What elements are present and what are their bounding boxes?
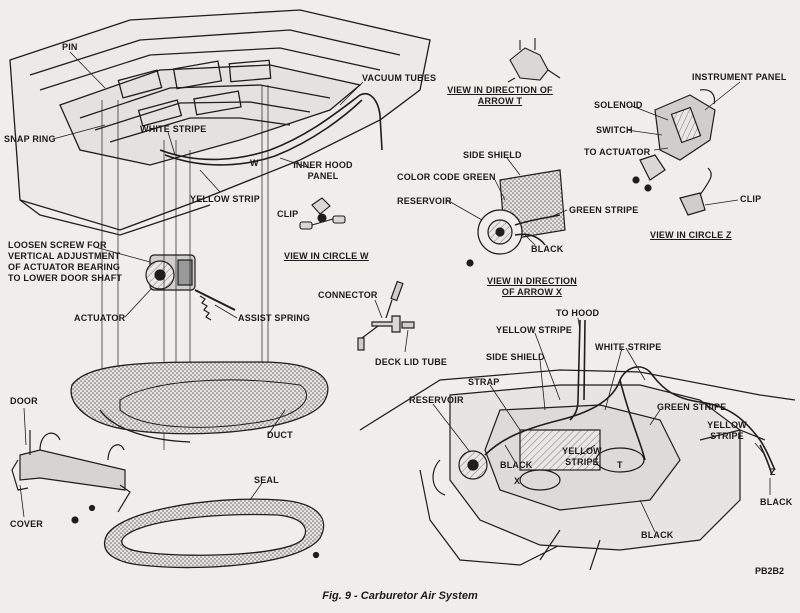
label-yellow-stripe-e1: YELLOW STRIPE: [496, 325, 573, 335]
label-green-stripe-e: GREEN STRIPE: [657, 402, 727, 412]
actuator-assembly: [145, 254, 236, 321]
leader-lines-hood: [52, 51, 364, 193]
seal-ring: [103, 498, 325, 569]
label-black-x: BLACK: [531, 244, 564, 254]
circle-z-switch-detail: [632, 89, 716, 216]
label-view-arrow-t-1: VIEW IN DIRECTION OF: [447, 85, 553, 95]
label-white-stripe-e: WHITE STRIPE: [595, 342, 662, 352]
label-clip-z: CLIP: [740, 194, 762, 204]
label-to-actuator: TO ACTUATOR: [584, 147, 651, 157]
label-assist-spring: ASSIST SPRING: [238, 313, 311, 323]
label-black-e3: BLACK: [641, 530, 674, 540]
label-view-arrow-x-1: VIEW IN DIRECTION: [487, 276, 577, 286]
label-clip-w: CLIP: [277, 209, 299, 219]
label-duct: DUCT: [267, 430, 293, 440]
label-green-stripe-x: GREEN STRIPE: [569, 205, 639, 215]
label-reservoir-e: RESERVOIR: [409, 395, 464, 405]
label-snap-ring: SNAP RING: [4, 134, 56, 144]
label-yellow-stripe-r2: STRIPE: [710, 431, 744, 441]
label-side-shield-e: SIDE SHIELD: [486, 352, 545, 362]
label-yellow-stripe-m1: YELLOW: [562, 446, 602, 456]
label-loosen-2: VERTICAL ADJUSTMENT: [8, 251, 121, 261]
label-deck-lid-tube: DECK LID TUBE: [375, 357, 448, 367]
label-view-arrow-x-2: OF ARROW X: [501, 287, 563, 297]
engine-compartment: [359, 369, 796, 571]
label-x-mark: X: [514, 476, 521, 486]
label-strap: STRAP: [468, 377, 500, 387]
arrow-t-detail: [507, 38, 561, 83]
label-reservoir-x: RESERVOIR: [397, 196, 452, 206]
label-loosen-1: LOOSEN SCREW FOR: [8, 240, 107, 250]
label-connector: CONNECTOR: [318, 290, 378, 300]
leader-lines-left: [19, 246, 286, 518]
hood-underside: [9, 9, 431, 236]
leader-lines-connector: [374, 299, 409, 353]
label-yellow-stripe-m2: STRIPE: [565, 457, 599, 467]
arrow-x-reservoir-detail: [466, 169, 566, 267]
label-z-mark: Z: [770, 467, 776, 477]
leader-lines-circle-z: [626, 81, 741, 206]
label-yellow-strip: YELLOW STRIP: [190, 194, 260, 204]
label-t-mark: T: [617, 460, 623, 470]
clip-circle-w-detail: [299, 197, 346, 230]
vacuum-tube-routing: [159, 93, 383, 166]
figure-caption: Fig. 9 - Carburetor Air System: [322, 590, 478, 602]
label-pin: PIN: [62, 42, 78, 52]
label-w-mark: W: [250, 158, 259, 168]
label-view-circle-w: VIEW IN CIRCLE W: [284, 251, 369, 261]
label-color-code-green: COLOR CODE GREEN: [397, 172, 496, 182]
label-black-e2: BLACK: [760, 497, 793, 507]
label-seal: SEAL: [254, 475, 279, 485]
label-white-stripe-top: WHITE STRIPE: [140, 124, 207, 134]
label-door: DOOR: [10, 396, 38, 406]
label-cover: COVER: [10, 519, 44, 529]
label-yellow-stripe-r1: YELLOW: [707, 420, 747, 430]
label-side-shield-x: SIDE SHIELD: [463, 150, 522, 160]
label-switch: SWITCH: [596, 125, 633, 135]
label-view-arrow-t-2: ARROW T: [477, 96, 523, 106]
leader-lines-engine: [432, 317, 771, 533]
label-loosen-4: TO LOWER DOOR SHAFT: [8, 273, 123, 283]
door-assembly: [11, 430, 131, 524]
label-inner-hood-1: INNER HOOD: [293, 160, 353, 170]
label-actuator: ACTUATOR: [74, 313, 126, 323]
duct-housing: [70, 361, 329, 443]
label-to-hood: TO HOOD: [556, 308, 600, 318]
label-vacuum-tubes: VACUUM TUBES: [362, 73, 437, 83]
label-inner-hood-2: PANEL: [307, 171, 339, 181]
label-loosen-3: OF ACTUATOR BEARING: [8, 262, 121, 272]
leader-lines-arrow-x: [446, 157, 568, 246]
connector-detail: [357, 280, 415, 351]
label-instrument-panel: INSTRUMENT PANEL: [692, 72, 787, 82]
label-black-e1: BLACK: [500, 460, 533, 470]
engine-tube-routing: [484, 319, 776, 476]
figure-code: PB2B2: [755, 566, 785, 576]
label-view-circle-z: VIEW IN CIRCLE Z: [650, 230, 732, 240]
label-solenoid: SOLENOID: [594, 100, 643, 110]
